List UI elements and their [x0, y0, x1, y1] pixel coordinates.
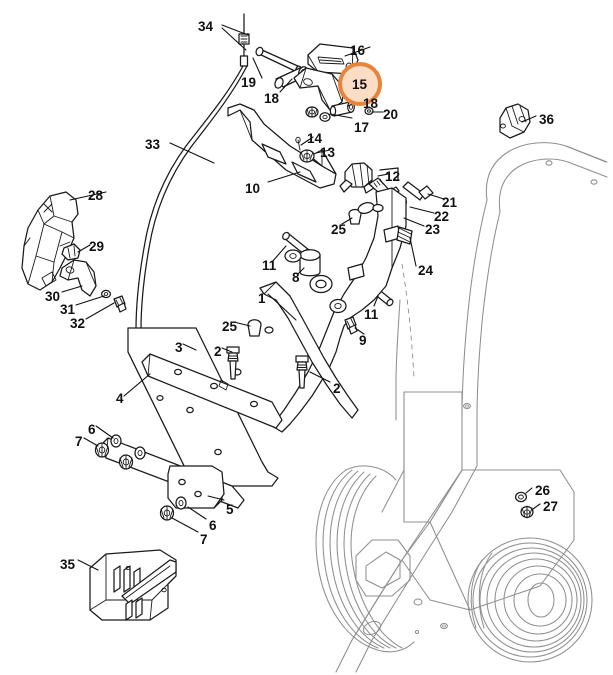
nut-7-lower: [159, 505, 175, 521]
callout-1[interactable]: 1: [258, 291, 266, 306]
callout-7[interactable]: 7: [75, 434, 83, 449]
nut-7-upper2: [118, 454, 134, 470]
callout-6[interactable]: 6: [209, 518, 217, 533]
callout-20[interactable]: 20: [383, 107, 399, 122]
washer-17b: [319, 112, 331, 122]
callout-21[interactable]: 21: [442, 195, 458, 210]
nut-27: [520, 505, 534, 519]
clip-36: [499, 103, 531, 139]
front-wheel-ghost: [315, 465, 415, 653]
bolt-14: [295, 136, 301, 151]
handle-bracket-1: [232, 187, 407, 433]
washer-6-upper: [110, 434, 122, 448]
bushing-8: [299, 249, 321, 277]
callout-10[interactable]: 10: [245, 181, 261, 196]
housing-28: [21, 191, 79, 291]
callout-15[interactable]: 15: [352, 77, 368, 92]
washer-31: [100, 289, 112, 299]
callout-16[interactable]: 16: [350, 43, 366, 58]
nut-17: [305, 106, 319, 118]
mower-body-ghost: [315, 142, 608, 673]
highlight-circle-part-15[interactable]: [338, 62, 382, 106]
spring-24: [396, 226, 413, 245]
screw-32: [113, 295, 127, 313]
callout-19[interactable]: 19: [241, 75, 257, 90]
callout-18[interactable]: 18: [363, 96, 379, 111]
callout-33[interactable]: 33: [145, 137, 161, 152]
callout-8[interactable]: 8: [292, 270, 300, 285]
nut-7-upper: [94, 442, 110, 458]
callout-31[interactable]: 31: [60, 302, 76, 317]
guard-35: [89, 549, 177, 621]
bolt-21: [402, 181, 434, 201]
rail-upper: [141, 353, 283, 429]
screw-9: [344, 316, 358, 335]
callout-6[interactable]: 6: [88, 422, 96, 437]
callout-18[interactable]: 18: [264, 91, 280, 106]
callout-11[interactable]: 11: [262, 258, 277, 273]
bolt-2-right: [295, 355, 309, 389]
washer-26: [514, 491, 528, 503]
callout-24[interactable]: 24: [418, 263, 434, 278]
callout-5[interactable]: 5: [226, 502, 234, 517]
callout-25[interactable]: 25: [222, 319, 238, 334]
callout-29[interactable]: 29: [89, 239, 105, 254]
callout-28[interactable]: 28: [88, 188, 104, 203]
callout-36[interactable]: 36: [539, 112, 555, 127]
callout-9[interactable]: 9: [359, 333, 367, 348]
callout-12[interactable]: 12: [385, 169, 401, 184]
callout-27[interactable]: 27: [543, 499, 559, 514]
callout-35[interactable]: 35: [60, 557, 76, 572]
callout-2[interactable]: 2: [214, 344, 222, 359]
callout-23[interactable]: 23: [425, 222, 441, 237]
lever-30: [59, 259, 97, 297]
callout-25[interactable]: 25: [331, 222, 347, 237]
bolt-2-left: [226, 346, 240, 380]
callout-34[interactable]: 34: [198, 19, 214, 34]
callout-22[interactable]: 22: [434, 209, 450, 224]
callout-13[interactable]: 13: [320, 145, 336, 160]
leader-lines: [61, 24, 541, 571]
washer-20: [364, 106, 374, 116]
callout-2[interactable]: 2: [333, 381, 341, 396]
clip-29: [61, 243, 81, 261]
nut-13: [299, 149, 315, 163]
washer-6-upper2: [134, 446, 146, 460]
knob-25-upper: [348, 208, 362, 225]
knob-25-lower: [247, 319, 262, 337]
callout-4[interactable]: 4: [116, 391, 124, 406]
callout-14[interactable]: 14: [307, 131, 323, 146]
callout-26[interactable]: 26: [535, 483, 551, 498]
callout-11[interactable]: 11: [364, 307, 379, 322]
callout-3[interactable]: 3: [175, 340, 183, 355]
bracket-10: [227, 103, 337, 189]
callout-30[interactable]: 30: [45, 289, 61, 304]
washer-6-lower: [175, 496, 187, 510]
rear-wheel-ghost: [467, 537, 593, 663]
callout-32[interactable]: 32: [70, 316, 86, 331]
callout-17[interactable]: 17: [354, 120, 370, 135]
callout-7[interactable]: 7: [200, 532, 208, 547]
